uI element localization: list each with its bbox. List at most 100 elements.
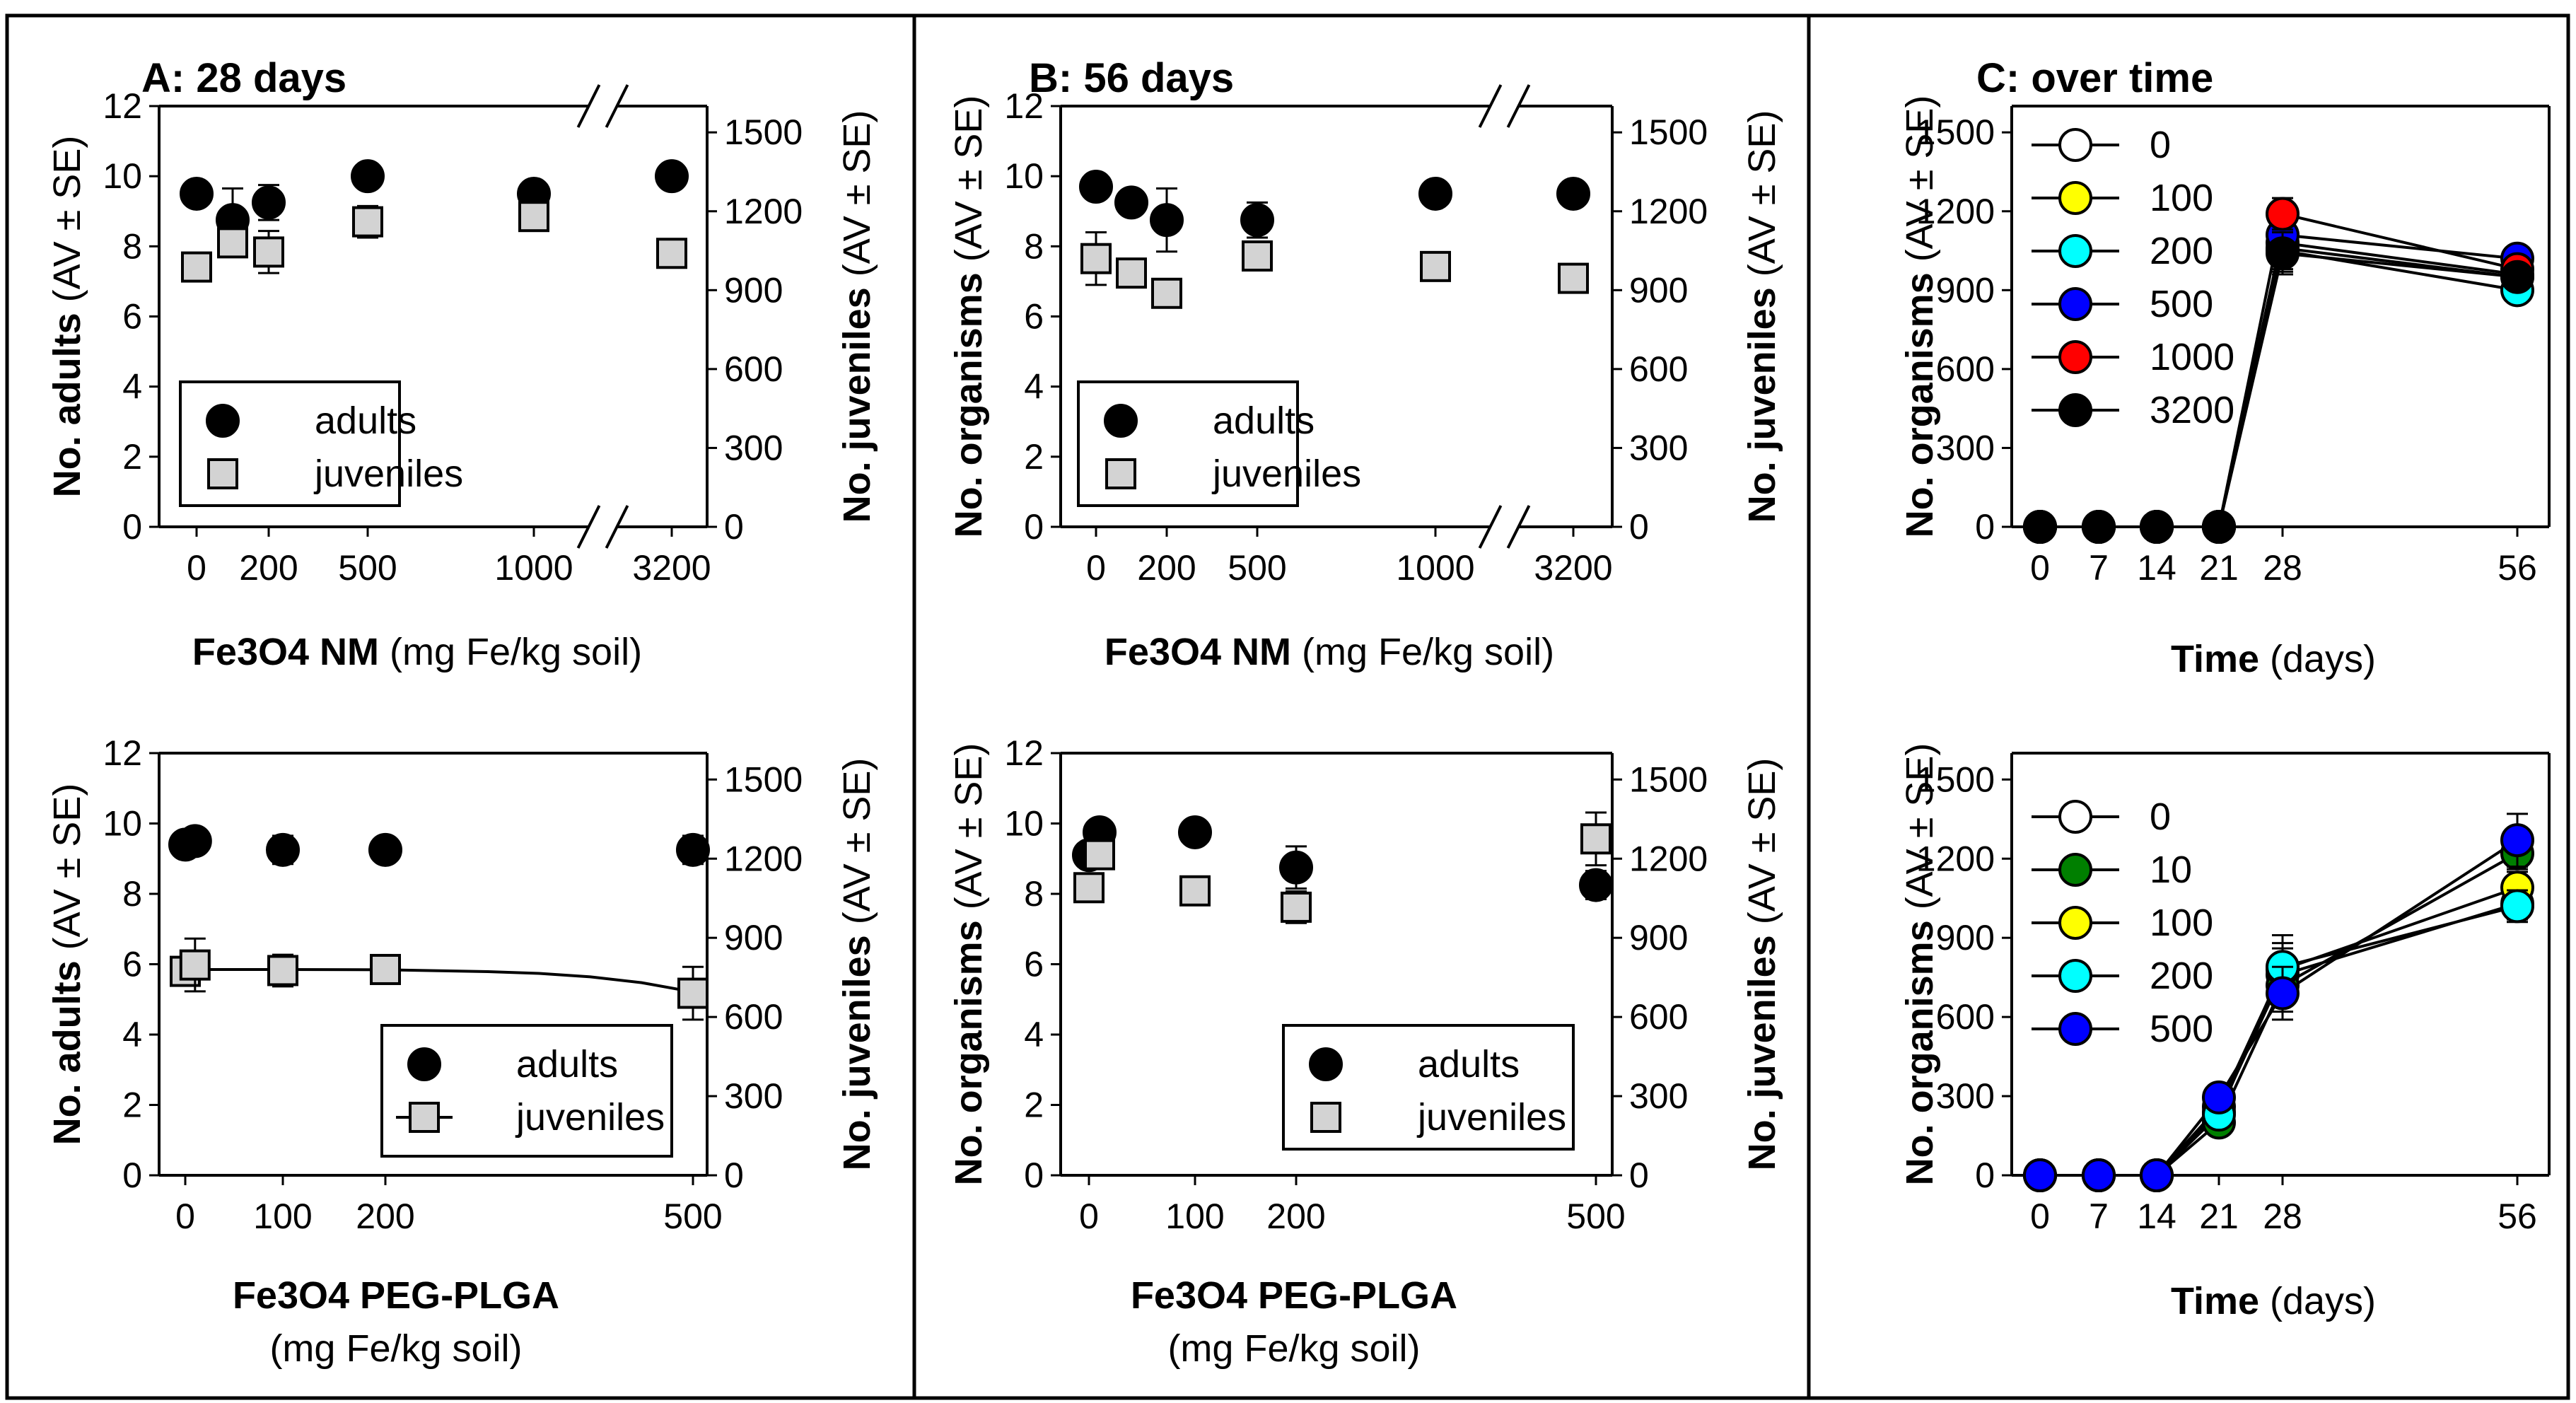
- y2-tick-label: 0: [1629, 507, 1649, 547]
- y-axis-label: No. organisms (AV ± SE): [1899, 743, 1941, 1186]
- axis-break-slash: [576, 84, 601, 128]
- juveniles-point: [1281, 891, 1312, 923]
- juveniles-point: [677, 977, 709, 1009]
- axis-break-slash: [1478, 505, 1503, 549]
- y2-tick-label: 300: [724, 428, 783, 467]
- y2-tick-label: 300: [724, 1076, 783, 1116]
- figure-frame: [5, 13, 2570, 1400]
- x-tick-label: 14: [2137, 548, 2176, 588]
- juveniles-point: [1242, 240, 1273, 272]
- legend-label: 100: [2150, 177, 2213, 219]
- series-3200-point: [2140, 510, 2174, 544]
- adults-point: [368, 832, 402, 867]
- y2-tick-label: 0: [724, 507, 744, 547]
- axis-break: [1478, 505, 1531, 549]
- x-tick-label: 1000: [1396, 548, 1474, 588]
- x-tick-label: 500: [1228, 548, 1286, 588]
- x-axis-label-bold: Fe3O4 NM: [1105, 631, 1291, 673]
- juveniles-point: [1080, 243, 1112, 274]
- legend-label: 10: [2150, 849, 2192, 891]
- y-axis-label-bold: No. adults: [46, 960, 88, 1145]
- x-axis-label-bold: Fe3O4 NM: [192, 631, 379, 673]
- y-tick-label: 300: [1936, 1076, 1995, 1116]
- y2-axis-label: No. juveniles (AV ± SE): [836, 110, 878, 523]
- x-axis-label-units: (days): [2259, 1280, 2376, 1322]
- y-tick-label: 300: [1936, 428, 1995, 467]
- x-tick-label: 0: [187, 548, 206, 588]
- x-tick-label: 14: [2137, 1197, 2176, 1236]
- axis-break: [576, 505, 629, 549]
- series-line-200: [2040, 904, 2518, 1177]
- y2-tick-label: 900: [1629, 918, 1688, 957]
- adults-point: [1178, 815, 1212, 849]
- y-tick-label: 900: [1936, 270, 1995, 310]
- y-axis-label: No. adults (AV ± SE): [46, 136, 88, 498]
- juveniles-point: [181, 251, 212, 283]
- legend-label: juveniles: [1211, 453, 1361, 495]
- series-500-point: [2500, 823, 2534, 858]
- legend-marker-200: [2058, 959, 2092, 993]
- juveniles-point: [1558, 262, 1589, 294]
- y-tick-label: 900: [1936, 918, 1995, 957]
- y-axis-label-units: (AV ± SE): [948, 743, 990, 921]
- x-axis-label-units: (mg Fe/kg soil): [1291, 631, 1554, 673]
- y-tick-label: 10: [103, 804, 142, 844]
- juveniles-point: [1073, 872, 1105, 904]
- y-tick-label: 1500: [1916, 759, 1995, 799]
- legend-marker-1000: [2058, 340, 2092, 374]
- y-tick-label: 6: [1024, 945, 1044, 984]
- legend-marker-0: [2058, 800, 2092, 834]
- y-tick-label: 0: [1024, 507, 1044, 547]
- adults-point: [177, 824, 212, 858]
- series-line-3200: [2040, 252, 2518, 528]
- y2-axis-label: No. juveniles (AV ± SE): [1741, 110, 1783, 523]
- y-tick-label: 10: [103, 156, 142, 196]
- y2-tick-label: 600: [1629, 997, 1688, 1037]
- x-axis-label-bold: Time: [2171, 1280, 2259, 1322]
- legend-frame: [380, 1024, 673, 1158]
- y-axis-label-bold: No. adults: [46, 313, 88, 497]
- y2-axis-label: No. juveniles (AV ± SE): [836, 758, 878, 1171]
- axis-break-slash: [576, 505, 601, 549]
- x-axis-label-units: (mg Fe/kg soil): [1167, 1327, 1420, 1370]
- y2-tick-label: 600: [1629, 349, 1688, 389]
- x-axis-label: Time (days): [2171, 1280, 2376, 1322]
- juveniles-point: [352, 206, 383, 238]
- legend-label: adults: [1418, 1043, 1520, 1085]
- y-tick-label: 8: [122, 874, 142, 914]
- y-tick-label: 600: [1936, 349, 1995, 389]
- y-tick-label: 4: [1024, 1015, 1044, 1054]
- legend-label: 500: [2150, 283, 2213, 325]
- x-tick-label: 7: [2089, 548, 2109, 588]
- legend-marker-adults: [1309, 1047, 1343, 1081]
- series-500-point: [2023, 1158, 2057, 1192]
- y2-tick-label: 1500: [1629, 759, 1708, 799]
- legend-label: 0: [2150, 796, 2171, 838]
- y-axis-label-bold: No. organisms: [948, 920, 990, 1185]
- y-tick-label: 0: [1024, 1155, 1044, 1195]
- adults-point: [655, 159, 689, 194]
- y-tick-label: 4: [122, 367, 142, 407]
- axis-break-gap: [588, 85, 617, 127]
- x-axis-label-bold: Time: [2171, 638, 2259, 680]
- series-3200-point: [2023, 510, 2057, 544]
- x-tick-label: 28: [2263, 548, 2302, 588]
- adults-point: [1114, 185, 1148, 220]
- x-axis-label: Fe3O4 NM (mg Fe/kg soil): [192, 631, 642, 673]
- y2-tick-label: 600: [724, 349, 783, 389]
- legend-marker-3200: [2058, 393, 2092, 427]
- fit-curve: [185, 967, 694, 994]
- y-tick-label: 1500: [1916, 112, 1995, 152]
- y2-tick-label: 0: [1629, 1155, 1649, 1195]
- x-axis-label: Time (days): [2171, 638, 2376, 680]
- axis-break-slash: [605, 84, 629, 128]
- y2-tick-label: 900: [724, 270, 783, 310]
